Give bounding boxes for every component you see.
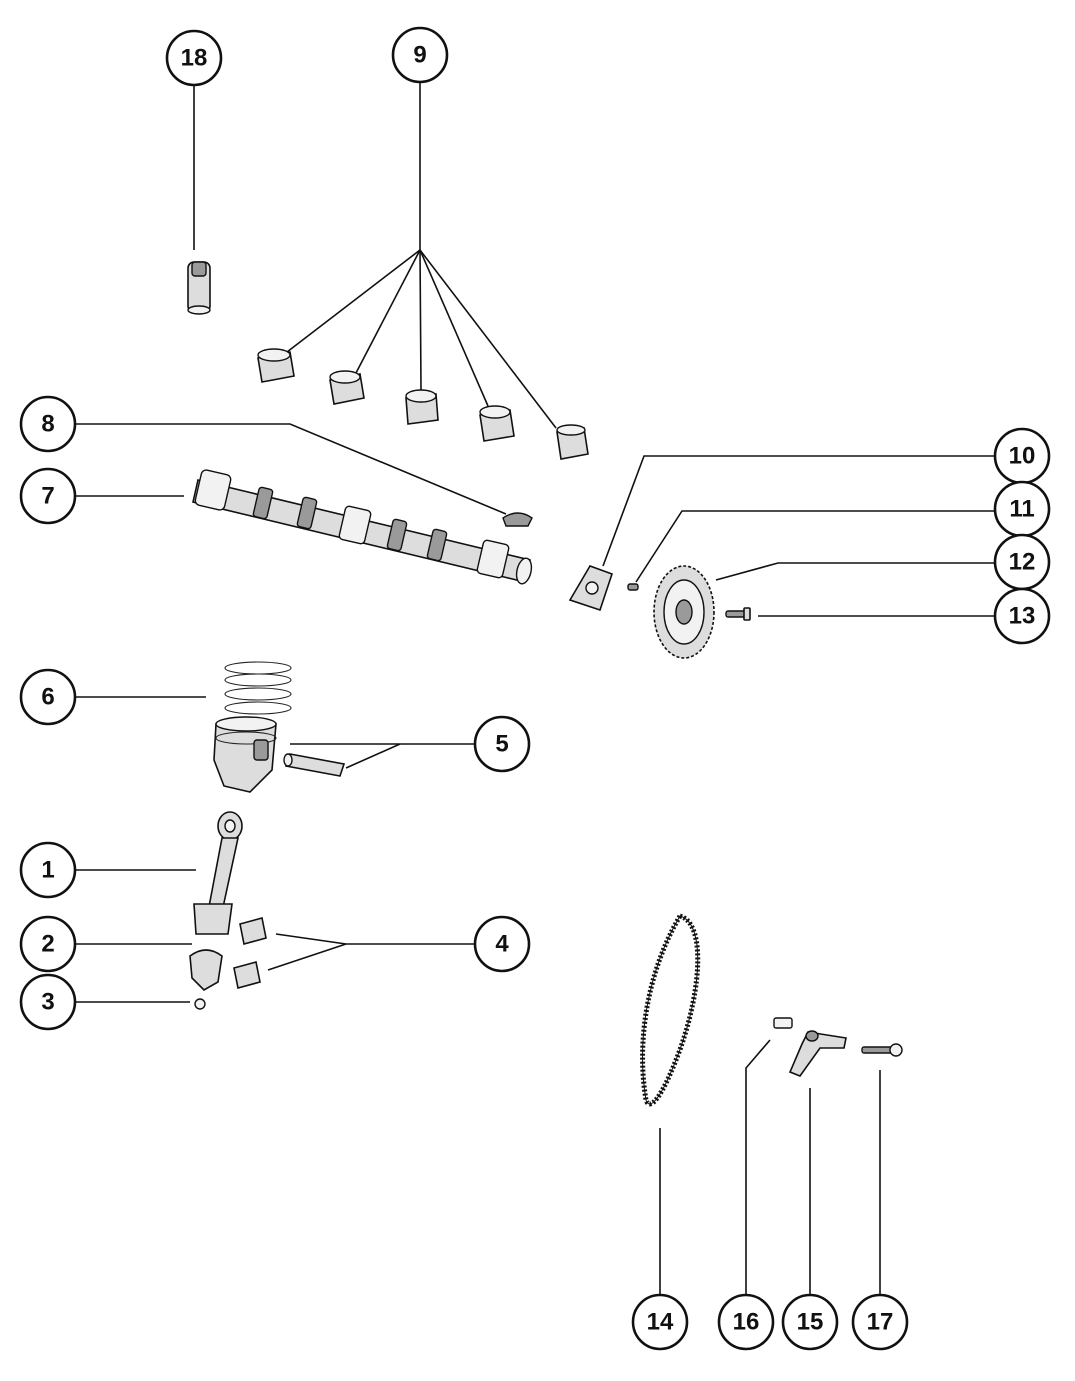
svg-text:18: 18 bbox=[181, 45, 208, 72]
callout-9: 9 bbox=[391, 26, 449, 84]
callout-14: 14 bbox=[631, 1293, 689, 1351]
callout-4: 4 bbox=[473, 915, 531, 973]
part-9-camshaft-bearings bbox=[257, 348, 589, 460]
callout-3: 3 bbox=[19, 973, 77, 1031]
callout-8: 8 bbox=[19, 395, 77, 453]
part-7-camshaft bbox=[192, 469, 533, 585]
part-16-pin bbox=[773, 1017, 793, 1029]
svg-text:1: 1 bbox=[41, 857, 54, 884]
svg-text:4: 4 bbox=[495, 931, 509, 958]
callout-5: 5 bbox=[473, 715, 531, 773]
svg-text:12: 12 bbox=[1009, 549, 1036, 576]
svg-text:9: 9 bbox=[413, 42, 426, 69]
svg-text:2: 2 bbox=[41, 931, 54, 958]
leader-lines bbox=[75, 83, 996, 1298]
svg-text:15: 15 bbox=[797, 1309, 824, 1336]
part-12-camshaft-sprocket bbox=[653, 565, 715, 659]
callout-13: 13 bbox=[993, 587, 1051, 645]
callout-17: 17 bbox=[851, 1293, 909, 1351]
part-2-rod-cap bbox=[189, 949, 223, 991]
part-5-piston-pin bbox=[283, 753, 346, 777]
part-15-chain-damper bbox=[788, 1030, 847, 1077]
callout-15: 15 bbox=[781, 1293, 839, 1351]
svg-text:5: 5 bbox=[495, 731, 508, 758]
part-13-bolt bbox=[725, 607, 751, 621]
svg-text:11: 11 bbox=[1009, 496, 1034, 523]
callout-7: 7 bbox=[19, 467, 77, 525]
rod-bearing bbox=[233, 961, 261, 989]
part-4-rod-bearings bbox=[233, 917, 267, 989]
svg-text:10: 10 bbox=[1009, 443, 1036, 470]
part-6-piston-rings bbox=[224, 661, 292, 715]
svg-text:17: 17 bbox=[867, 1309, 894, 1336]
camshaft-bearing bbox=[405, 389, 439, 425]
svg-text:3: 3 bbox=[41, 989, 54, 1016]
camshaft-bearing bbox=[257, 348, 295, 383]
svg-text:16: 16 bbox=[733, 1309, 760, 1336]
part-18-valve-lifter bbox=[187, 261, 211, 315]
svg-text:7: 7 bbox=[41, 483, 54, 510]
part-3-nut bbox=[194, 998, 206, 1010]
rod-bearing bbox=[239, 917, 267, 945]
part-11-dowel-pin bbox=[627, 583, 639, 591]
camshaft-bearing bbox=[556, 424, 589, 460]
callout-16: 16 bbox=[717, 1293, 775, 1351]
part-1-connecting-rod bbox=[193, 811, 243, 935]
svg-text:6: 6 bbox=[41, 684, 54, 711]
part-6-piston bbox=[213, 716, 277, 793]
callout-11: 11 bbox=[993, 480, 1051, 538]
callout-18: 18 bbox=[165, 29, 223, 87]
part-14-timing-chain bbox=[640, 913, 701, 1107]
callout-10: 10 bbox=[993, 427, 1051, 485]
camshaft-bearing bbox=[479, 405, 515, 442]
callout-2: 2 bbox=[19, 915, 77, 973]
callout-1: 1 bbox=[19, 841, 77, 899]
camshaft-bearing bbox=[329, 370, 365, 405]
callout-6: 6 bbox=[19, 668, 77, 726]
part-17-bolt bbox=[861, 1043, 903, 1057]
svg-text:13: 13 bbox=[1009, 603, 1036, 630]
svg-text:8: 8 bbox=[41, 411, 54, 438]
callout-12: 12 bbox=[993, 533, 1051, 591]
svg-text:14: 14 bbox=[647, 1309, 674, 1336]
part-10-thrust-plate bbox=[568, 565, 614, 612]
part-8-key bbox=[502, 512, 533, 527]
